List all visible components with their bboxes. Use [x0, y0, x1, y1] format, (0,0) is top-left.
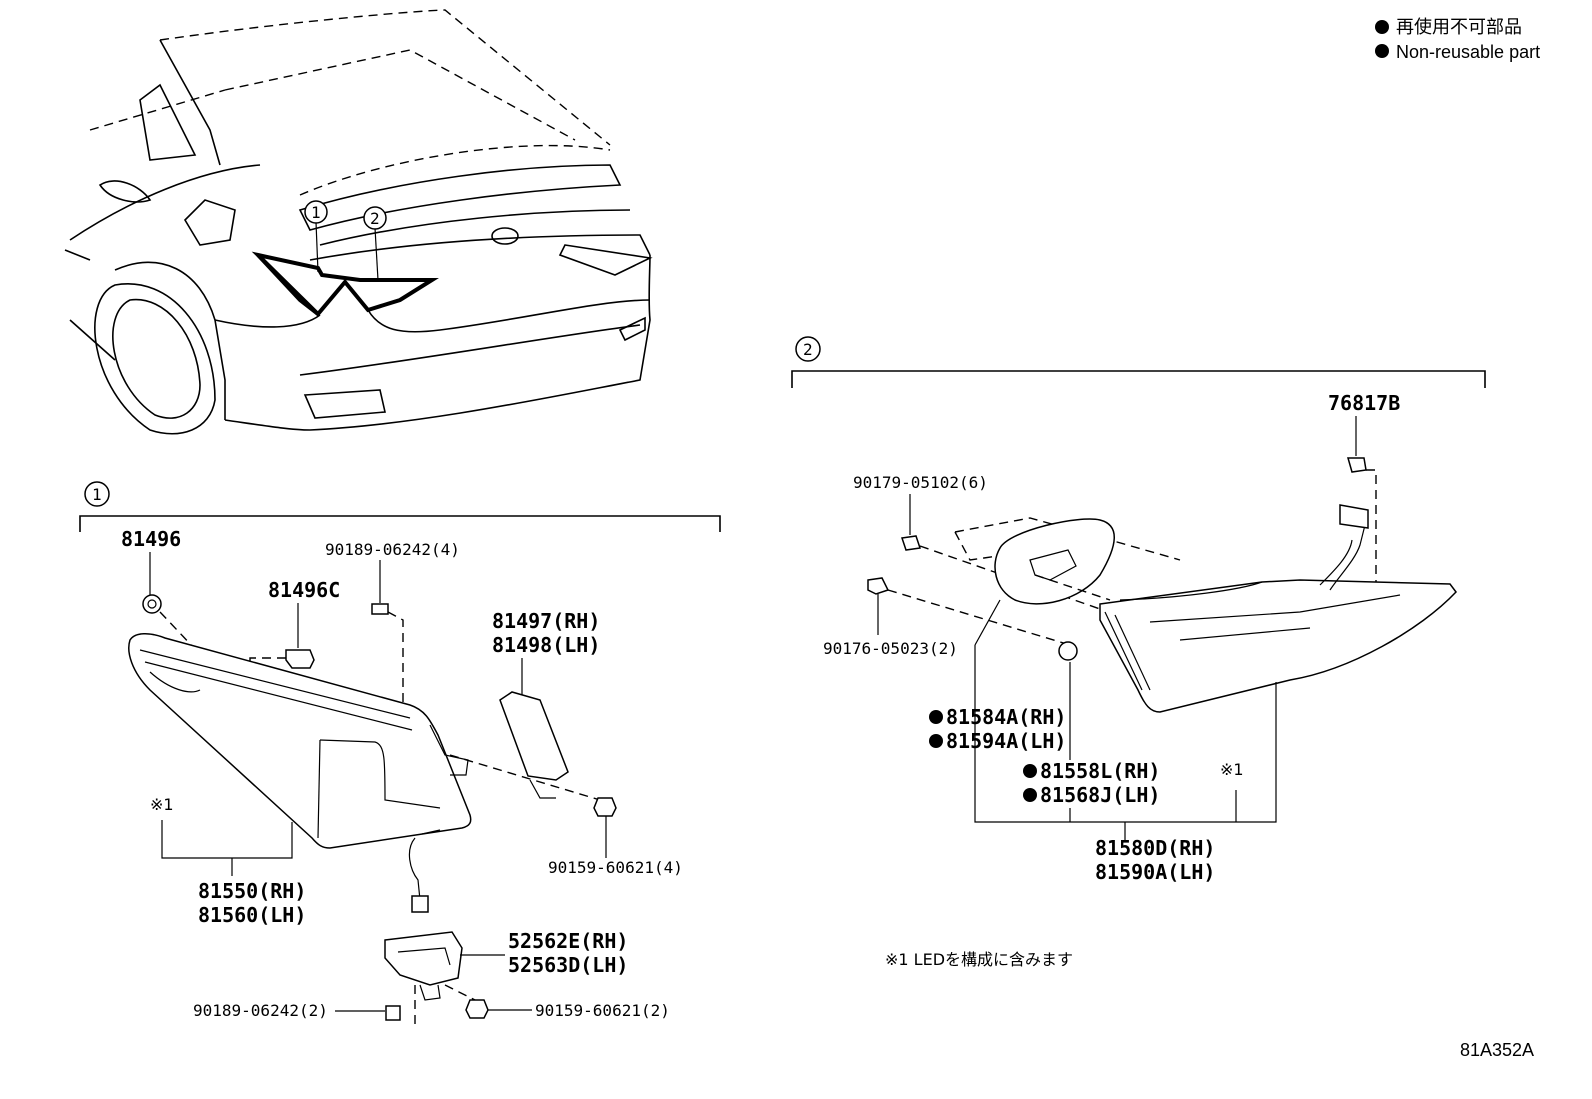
label-52563d: 52563D(LH): [508, 953, 628, 977]
label-81498: 81498(LH): [492, 633, 600, 657]
inner-lamp-81580d: [1099, 579, 1457, 713]
non-reusable-dot-icon: [929, 734, 943, 748]
group-2-callout: 2: [803, 340, 813, 359]
screw-90189-small-icon: [385, 1005, 401, 1021]
group-2-inner-lamp: 2 76817B 90179-05102(6) 90176-05023(2): [791, 336, 1486, 884]
label-90189-4: 90189-06242(4): [325, 540, 460, 559]
callout-1-car: 1: [311, 203, 321, 222]
label-76817b: 76817B: [1328, 391, 1400, 415]
non-reusable-dot-icon: [929, 710, 943, 724]
label-81584a: 81584A(RH): [946, 705, 1066, 729]
socket-52562e: [384, 931, 463, 986]
retainer-81496c-icon: [285, 649, 315, 669]
non-reusable-dot-icon: [1023, 788, 1037, 802]
clip-81496-icon: [142, 594, 162, 614]
label-52562e: 52562E(RH): [508, 929, 628, 953]
label-81550: 81550(RH): [198, 879, 306, 903]
callout-2-car: 2: [370, 209, 380, 228]
group-1-callout: 1: [92, 485, 102, 504]
label-81496: 81496: [121, 527, 181, 551]
label-81558l: 81558L(RH): [1040, 759, 1160, 783]
legend-en: Non-reusable part: [1396, 42, 1540, 62]
non-reusable-dot-icon: [1023, 764, 1037, 778]
gasket-81584a: [994, 518, 1115, 605]
label-81594a: 81594A(LH): [946, 729, 1066, 753]
label-81560: 81560(LH): [198, 903, 306, 927]
legend: 再使用不可部品 Non-reusable part: [1375, 17, 1540, 62]
screw-90159-icon: [593, 797, 617, 817]
non-reusable-dot-icon: [1375, 44, 1389, 58]
label-90189-2: 90189-06242(2): [193, 1001, 328, 1020]
car-rear-illustration: 1 2: [64, 9, 653, 435]
seal-81558l-icon: [1058, 641, 1078, 661]
group-1-tail-lamp: 1 81496 81496C 90189-06242(4) 81497(RH) …: [79, 481, 721, 1030]
clip-76817b-icon: [1347, 457, 1367, 473]
label-81568j: 81568J(LH): [1040, 783, 1160, 807]
label-90159-4: 90159-60621(4): [548, 858, 683, 877]
label-90176: 90176-05023(2): [823, 639, 958, 658]
screw-90189-icon: [371, 603, 389, 615]
diagram-code: 81A352A: [1460, 1040, 1534, 1060]
group-1-note-mark: ※1: [150, 795, 174, 814]
seal-81497: [499, 691, 569, 781]
screw-90159-small-icon: [465, 999, 489, 1019]
label-81580d: 81580D(RH): [1095, 836, 1215, 860]
group-2-note-mark: ※1: [1220, 760, 1244, 779]
label-81496c: 81496C: [268, 578, 340, 602]
label-81590a: 81590A(LH): [1095, 860, 1215, 884]
label-90179: 90179-05102(6): [853, 473, 988, 492]
nut-90179-icon: [901, 535, 921, 551]
label-81497: 81497(RH): [492, 609, 600, 633]
legend-jp: 再使用不可部品: [1396, 17, 1522, 37]
footnote-led: ※1 LEDを構成に含みます: [885, 950, 1073, 969]
grommet-90176-icon: [867, 577, 890, 595]
non-reusable-dot-icon: [1375, 20, 1389, 34]
label-90159-2: 90159-60621(2): [535, 1001, 670, 1020]
